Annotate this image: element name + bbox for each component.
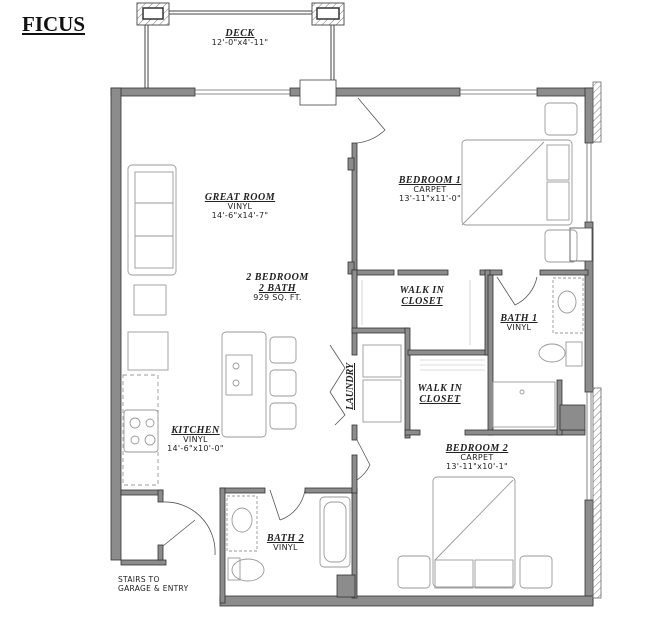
furniture [122, 102, 584, 589]
stairs-note-line2: GARAGE & ENTRY [118, 584, 189, 594]
room-name: KITCHEN [171, 425, 220, 436]
room-label-deck: DECK 12'-0"x4'-11" [200, 28, 280, 48]
room-name-line2: CLOSET [401, 296, 443, 307]
room-floor: VINYL [183, 435, 208, 444]
room-dims: 14'-6"x14'-7" [211, 210, 269, 220]
room-name: BATH 2 [266, 533, 305, 544]
room-label-bedroom-2: BEDROOM 2 CARPET 13'-11"x10'-1" [437, 443, 517, 472]
room-dims: 13'-11"x10'-1" [445, 461, 509, 471]
room-label-kitchen: KITCHEN VINYL 14'-6"x10'-0" [158, 425, 233, 454]
room-label-great-room: GREAT ROOM VINYL 14'-6"x14'-7" [195, 192, 285, 221]
stairs-note-line1: STAIRS TO [118, 575, 160, 584]
room-dims: 14'-6"x10'-0" [167, 443, 224, 453]
room-name-line1: WALK IN [399, 285, 445, 296]
room-name: BEDROOM 1 [398, 175, 462, 186]
room-name-line1: WALK IN [417, 383, 463, 394]
room-label-bath-1: BATH 1 VINYL [494, 313, 544, 333]
room-name: BATH 1 [500, 313, 538, 324]
plan-title: FICUS [22, 12, 86, 36]
room-name: BEDROOM 2 [445, 443, 509, 454]
plan-summary: 2 BEDROOM 2 BATH 929 SQ. FT. [240, 272, 315, 303]
room-floor: VINYL [506, 323, 532, 332]
room-name: GREAT ROOM [204, 192, 276, 203]
room-floor: CARPET [413, 185, 447, 194]
room-floor: VINYL [227, 202, 253, 211]
door-swings [162, 97, 538, 556]
room-label-walk-in-closet-1: WALK IN CLOSET [392, 285, 452, 307]
room-floor: VINYL [273, 543, 298, 552]
room-name: DECK [225, 28, 255, 39]
bedroom-count: 2 BEDROOM [246, 272, 309, 283]
room-dims: 12'-0"x4'-11" [211, 38, 269, 47]
room-floor: CARPET [460, 453, 494, 462]
room-dims: 13'-11"x11'-0" [398, 193, 462, 203]
room-label-bath-2: BATH 2 VINYL [263, 533, 308, 553]
windows [195, 79, 602, 599]
bath-count: 2 BATH [258, 283, 297, 294]
square-footage: 929 SQ. FT. [253, 293, 302, 302]
room-name-line2: CLOSET [419, 394, 461, 405]
room-label-walk-in-closet-2: WALK IN CLOSET [410, 383, 470, 405]
deck [136, 2, 345, 88]
stairs-note: STAIRS TO GARAGE & ENTRY [118, 575, 188, 594]
room-label-laundry: LAUNDRY [345, 362, 356, 410]
room-label-bedroom-1: BEDROOM 1 CARPET 13'-11"x11'-0" [390, 175, 470, 204]
